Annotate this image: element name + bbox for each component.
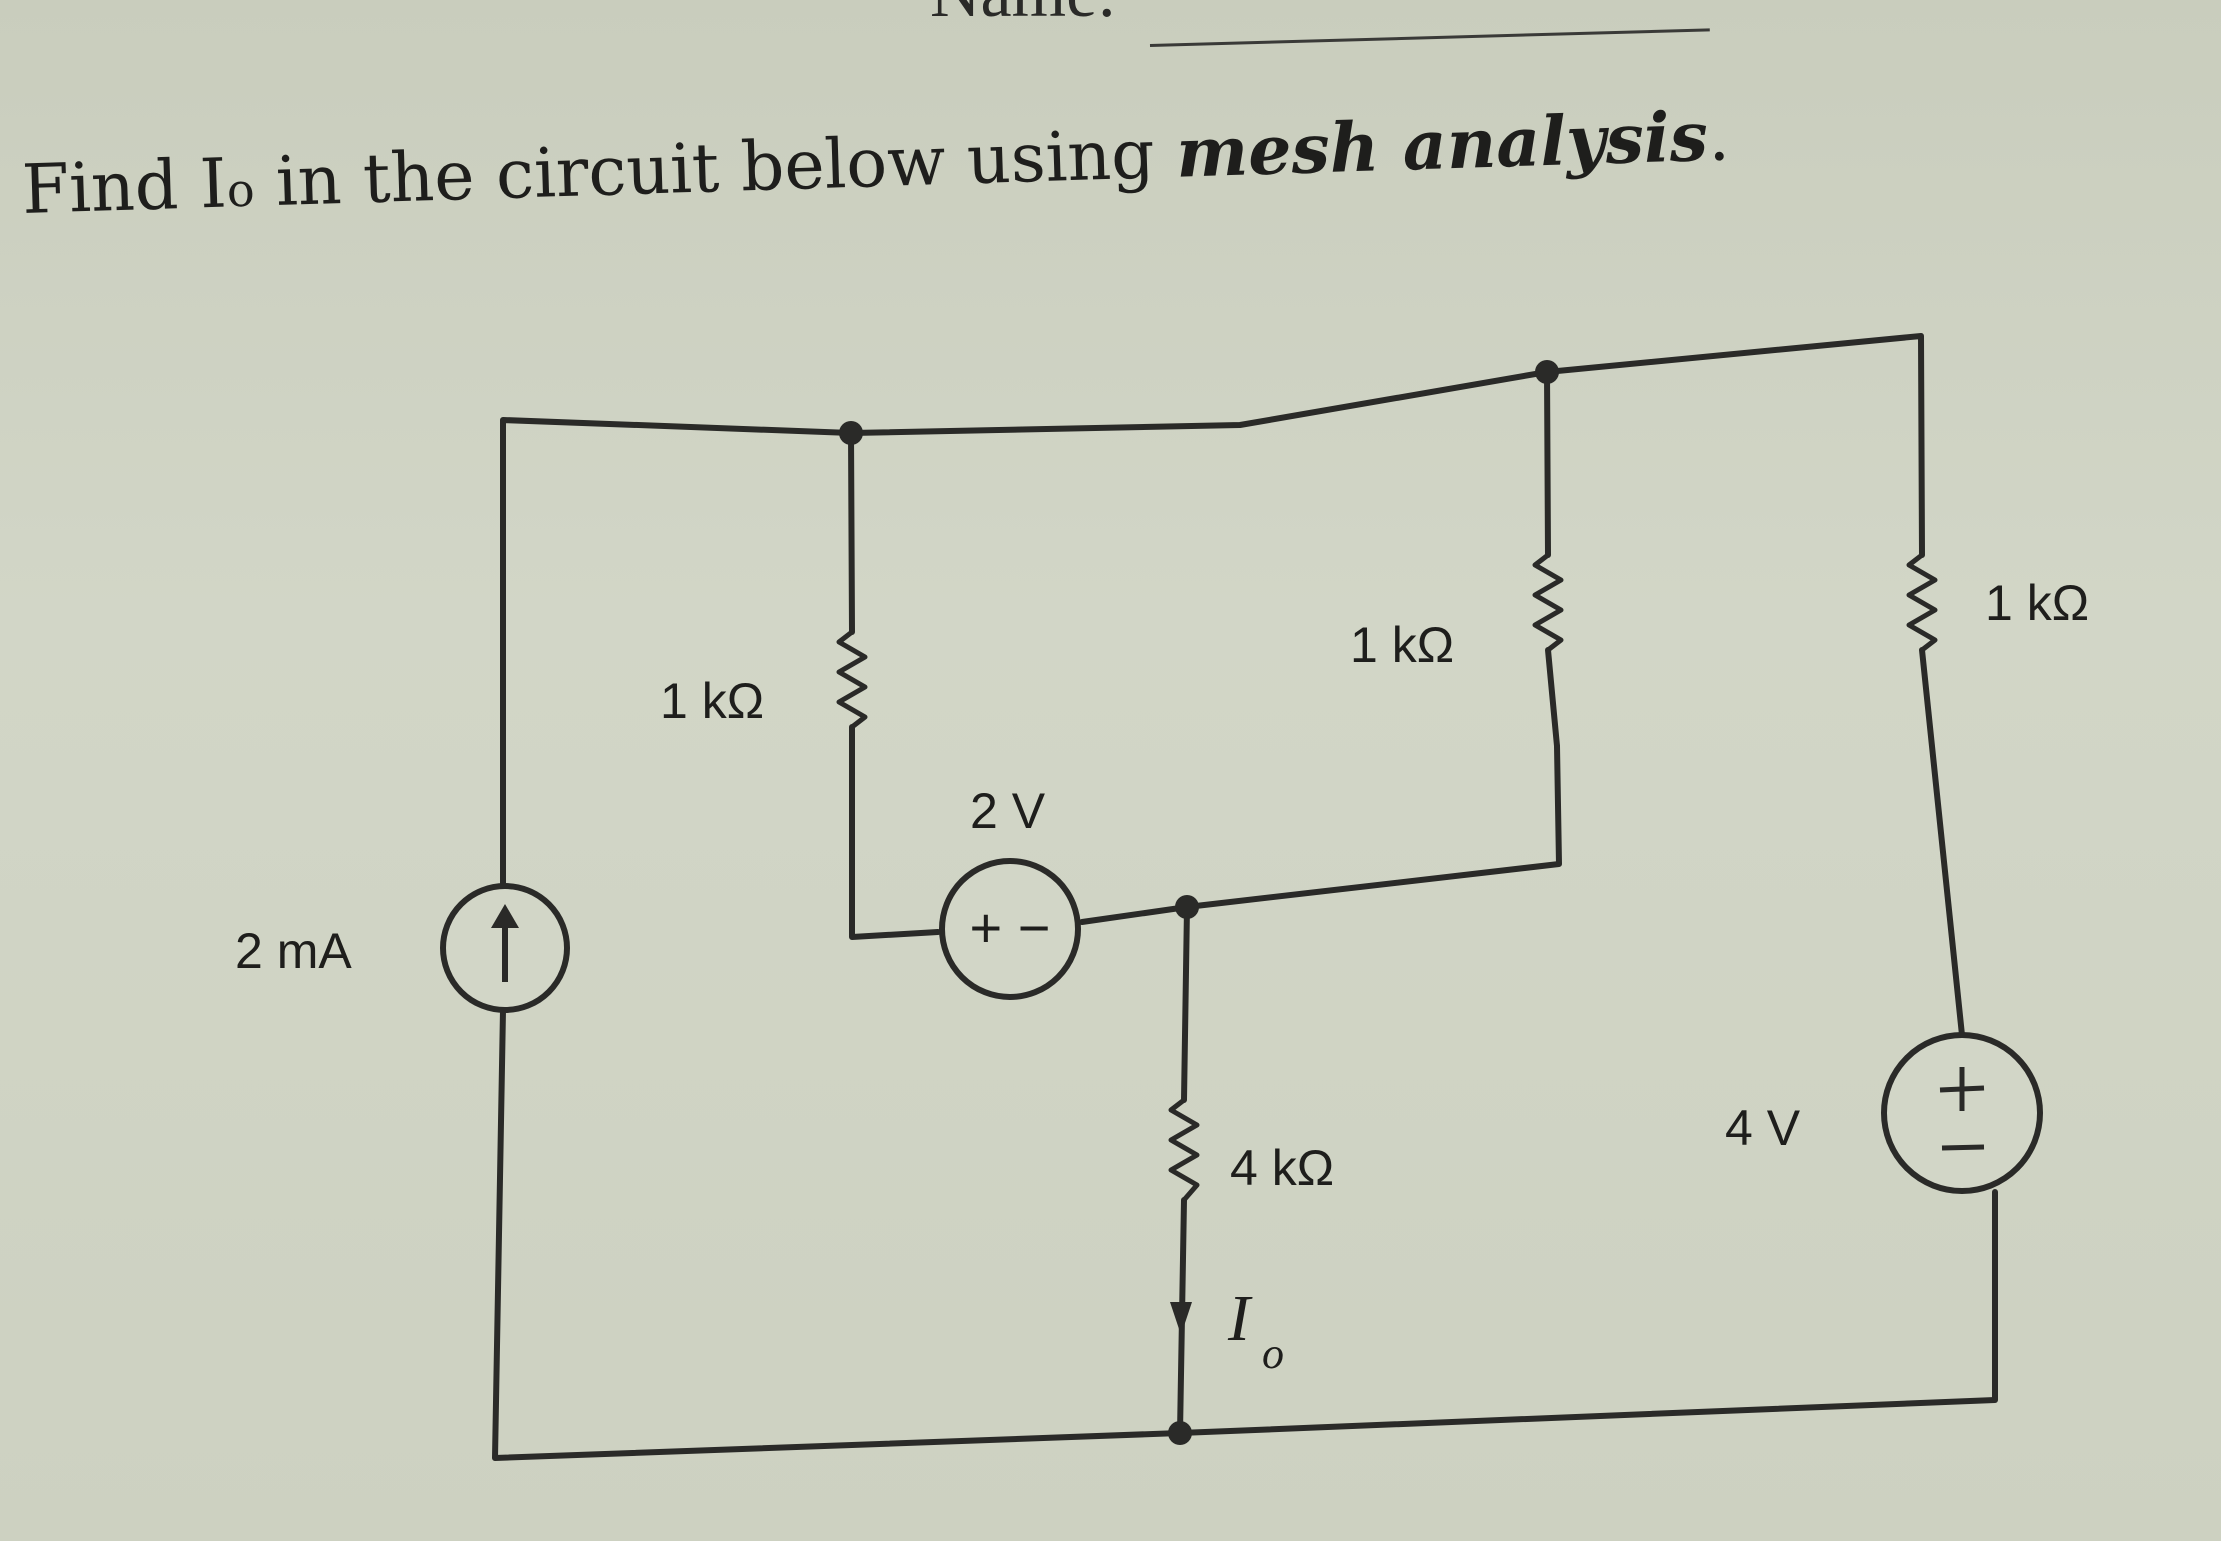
wire-left-1k-top (848, 430, 855, 635)
wire-center-1k-bottom (1545, 647, 1560, 749)
junction-bottom (1168, 1421, 1192, 1445)
minus-sign (1941, 1144, 1985, 1151)
voltage-source-2v-label: 2 V (970, 783, 1046, 839)
wire-top-middle (848, 369, 1550, 436)
junction-middle (1175, 895, 1199, 919)
resistor-left-1k (836, 630, 868, 729)
name-field-label: Name: (930, 0, 1117, 34)
output-current-symbol: I (1227, 1282, 1253, 1355)
resistor-center-1k (1532, 553, 1564, 652)
wire-node-to-right (1184, 743, 1562, 910)
output-current-subscript: o (1262, 1329, 1284, 1378)
voltage-source-2v: + − (939, 858, 1081, 1000)
junction-top-right (1535, 360, 1559, 384)
resistor-far-right-1k-label: 1 kΩ (1985, 575, 2089, 631)
resistor-4k (1168, 1098, 1200, 1202)
resistor-4k-label: 4 kΩ (1230, 1140, 1334, 1196)
current-arrow-head-icon (491, 904, 519, 928)
wire-4k-top (1181, 904, 1190, 1103)
resistor-far-right-1k (1906, 553, 1938, 652)
wire-left-bottom (492, 1007, 1998, 1461)
wire-center-1k-top (1544, 369, 1551, 558)
junction-top-left (839, 421, 863, 445)
resistor-center-1k-label: 1 kΩ (1350, 617, 1454, 673)
wire-2v-to-node (1079, 904, 1190, 925)
wire-far-right-to-4v (1919, 647, 1965, 1038)
voltage-source-2v-polarity: + − (970, 896, 1051, 959)
current-source-label: 2 mA (235, 923, 352, 979)
io-arrow-head (1170, 1302, 1192, 1335)
wire-top-right (1544, 333, 1925, 558)
wire-left-top (500, 417, 854, 888)
current-source-2ma (440, 883, 570, 1013)
wire-left-1k-bottom (849, 724, 941, 940)
voltage-source-4v (1881, 1032, 2043, 1194)
voltage-source-4v-label: 4 V (1725, 1100, 1801, 1156)
resistor-left-1k-label: 1 kΩ (660, 673, 764, 729)
